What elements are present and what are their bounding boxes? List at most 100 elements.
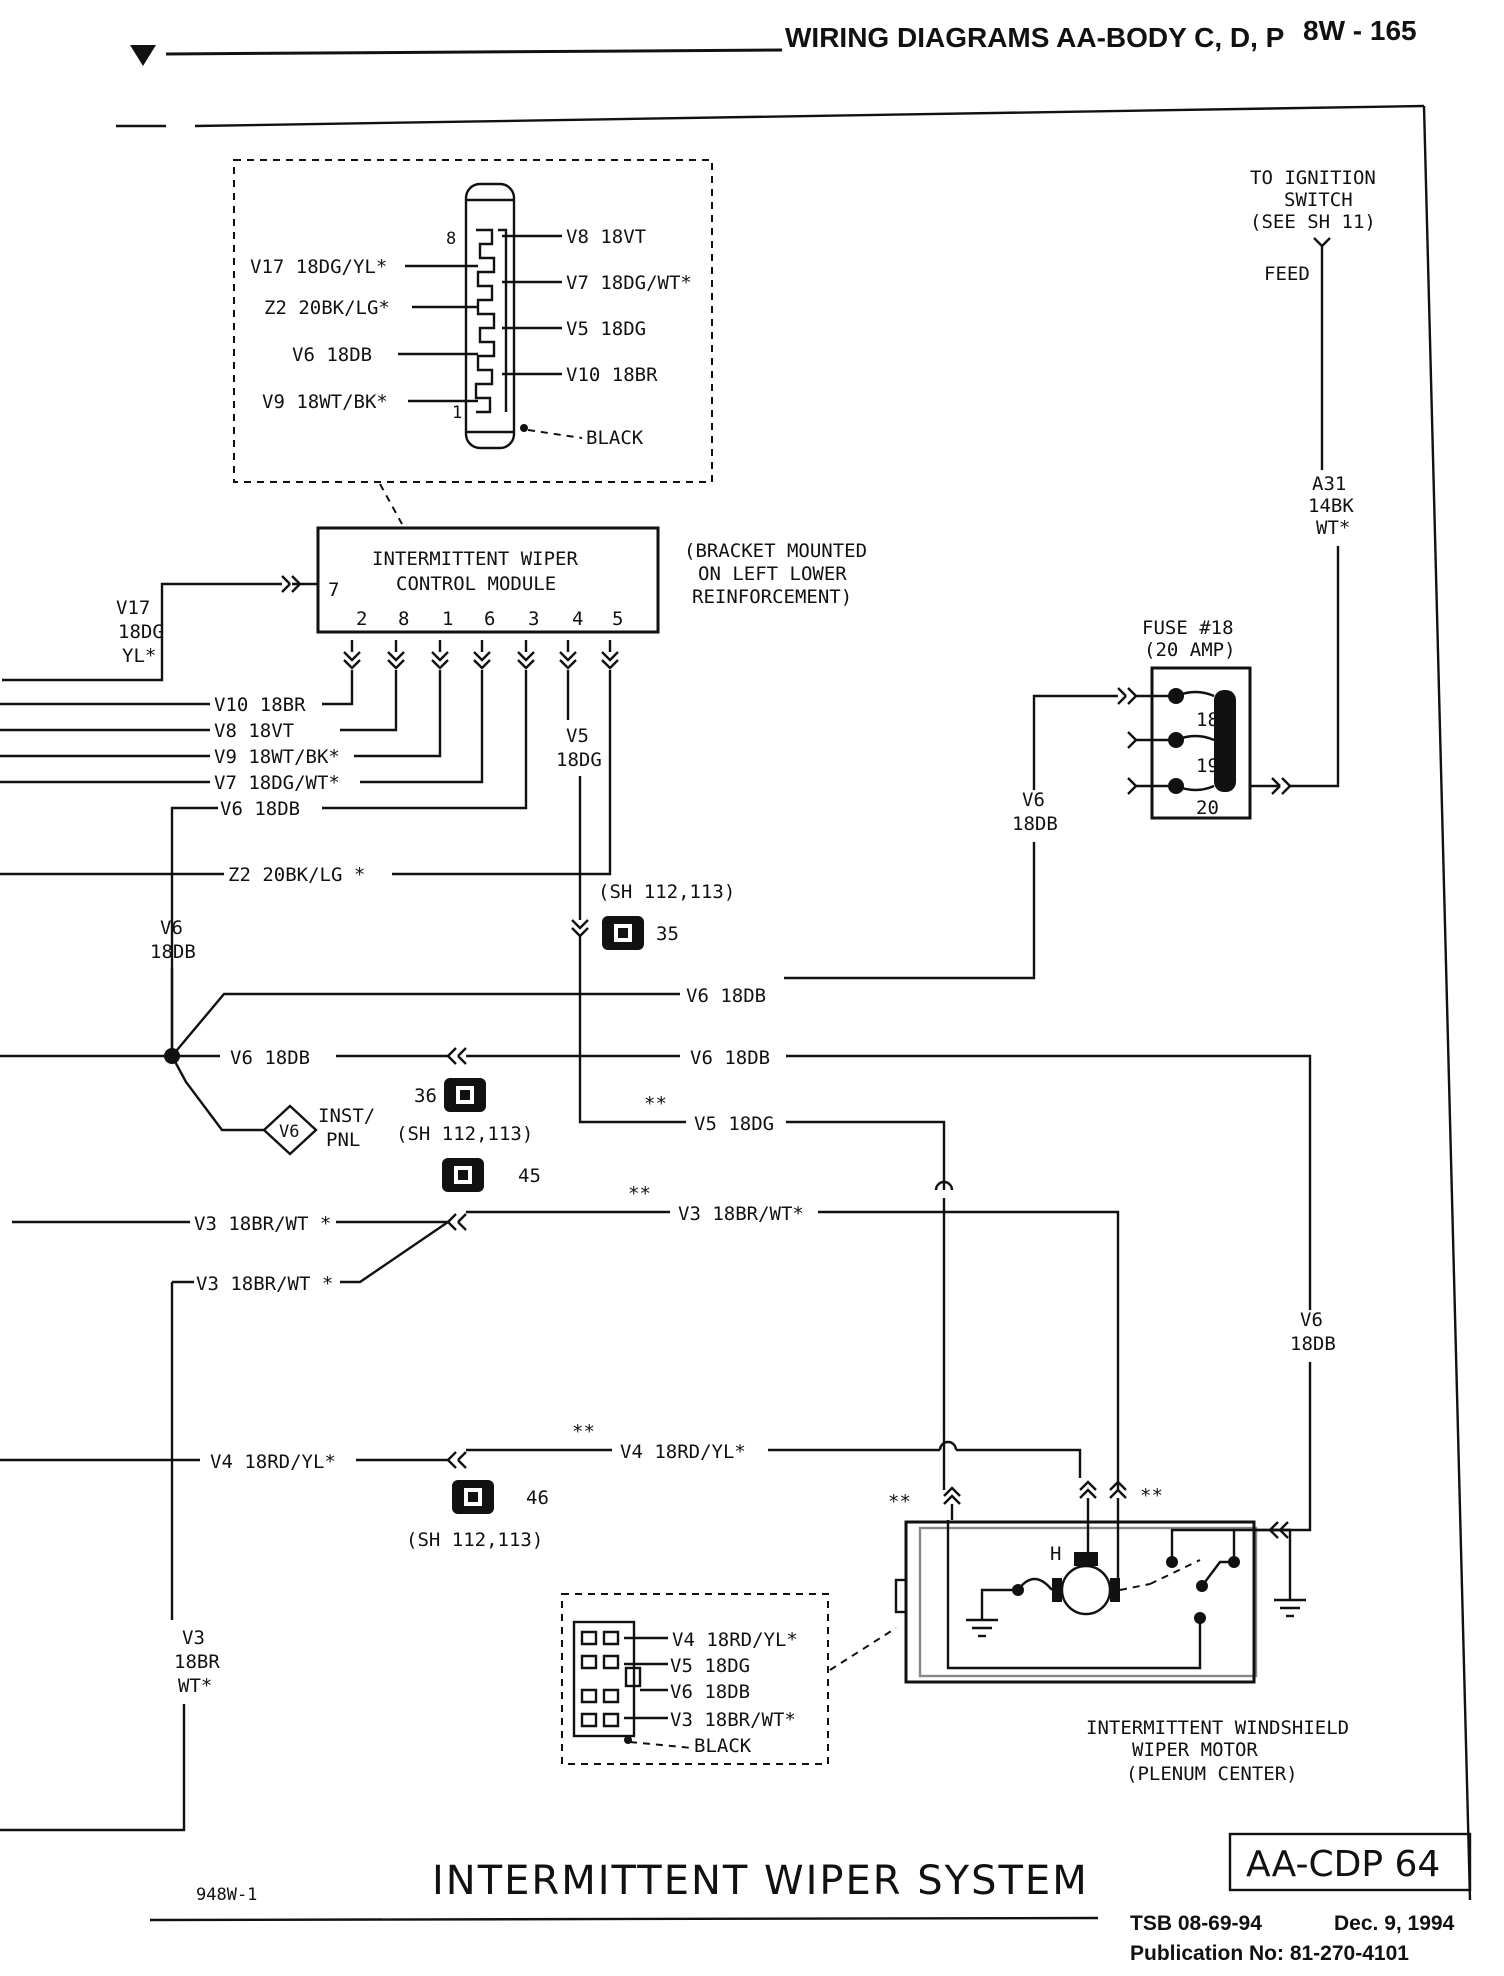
motor-name-line1: INTERMITTENT WINDSHIELD [1086,1717,1349,1739]
wire-label-v17-gauge: 18DG [118,621,164,643]
module-name-line1: INTERMITTENT WIPER [372,548,578,570]
wiper-motor: ** ** H [888,1430,1349,1785]
ignition-line1: TO IGNITION [1250,167,1376,189]
ignition-line3: (SEE SH 11) [1250,211,1376,233]
footer-tsb: TSB 08-69-94 [1130,1912,1262,1935]
wire-label-a31-color: WT* [1316,517,1350,539]
footer-sheet-code: AA-CDP 64 [1246,1844,1440,1885]
motor-conn-color-black: BLACK [694,1735,752,1757]
fuse-cavity-18: 18 [1196,709,1219,731]
conn-wire-v5: V5 18DG [566,318,646,340]
motor-high-speed-label: H [1050,1543,1061,1565]
stars-motor-right: ** [1140,1485,1163,1507]
splice-36: 36 (SH 112,113) [396,1078,533,1145]
ignition-feed-label: FEED [1264,263,1310,285]
wire-label-v3-left-b: V3 18BR/WT * [196,1273,333,1295]
wire-label-v4-right: V4 18RD/YL* [620,1441,746,1463]
module-mount-line1: (BRACKET MOUNTED [684,540,867,562]
conn-wire-z2: Z2 20BK/LG* [264,297,390,319]
splice-46-sh-ref: (SH 112,113) [406,1529,543,1551]
wire-label-v9: V9 18WT/BK* [214,746,340,768]
ignition-feed: TO IGNITION SWITCH (SEE SH 11) FEED A31 … [1250,167,1376,795]
wire-label-v6-vert-gauge: 18DB [150,941,196,963]
fuse-wire-v6-gauge: 18DB [1012,813,1058,835]
motor-armature [1060,1564,1112,1616]
wire-label-v6-mid-right: V6 18DB [690,1047,770,1069]
wire-label-v5-lower: V5 18DG [694,1113,774,1135]
fuse-18: FUSE #18 (20 AMP) 18 19 20 V6 18DB [784,617,1280,980]
motor-name-line2: WIPER MOTOR [1132,1739,1258,1761]
wire-label-v4-left: V4 18RD/YL* [210,1451,336,1473]
splice-46: 46 (SH 112,113) [406,1480,549,1551]
intermittent-wiper-control-module: INTERMITTENT WIPER CONTROL MODULE 7 2 8 … [2,526,867,682]
splice-45-number: 45 [518,1165,541,1187]
splice-35-sh-ref: (SH 112,113) [598,881,735,903]
module-pin-1: 1 [442,608,453,630]
module-name-line2: CONTROL MODULE [396,573,556,595]
fuse-label-line1: FUSE #18 [1142,617,1234,639]
header-title: WIRING DIAGRAMS AA-BODY C, D, P [785,22,1284,53]
page-header: WIRING DIAGRAMS AA-BODY C, D, P 8W - 165 [130,15,1417,66]
section-marker-triangle [130,45,156,66]
module-pin-8: 8 [398,608,409,630]
connector-pin-1: 1 [452,403,462,423]
inst-panel-code: V6 [279,1122,299,1142]
wire-label-a31-gauge: 14BK [1308,495,1354,517]
stars-v4: ** [572,1421,595,1443]
wire-label-v8: V8 18VT [214,720,294,742]
module-connector-view: 8 1 V17 18DG/YL* Z2 20BK/LG* V6 18DB V9 … [233,159,713,525]
conn-wire-v7: V7 18DG/WT* [566,272,692,294]
wire-label-v5-vert-gauge: 18DG [556,749,602,771]
wire-label-v6-mid-left: V6 18DB [230,1047,310,1069]
wire-label-v10: V10 18BR [214,694,306,716]
wire-label-v5-vert: V5 [566,725,589,747]
connector-pin-8: 8 [446,229,456,249]
connector-color-black: BLACK [586,427,644,449]
inst-panel-line2: PNL [326,1129,360,1151]
v6-splice: V6 18DB V6 18DB V6 18DB V6 18DB V6 INST/… [0,968,1336,1532]
wire-label-v17-color: YL* [122,645,156,667]
splice-45: 45 [442,1158,541,1192]
wire-label-v3-left-a: V3 18BR/WT * [194,1213,331,1235]
wire-label-v6-a: V6 18DB [220,798,300,820]
header-page-code: 8W - 165 [1303,15,1417,46]
splice-46-number: 46 [526,1487,549,1509]
wire-label-v17: V17 [116,597,150,619]
wire-label-v3-vert-gauge: 18BR [174,1651,220,1673]
module-pin-5: 5 [612,608,623,630]
wire-label-v6-right-vert-gauge: 18DB [1290,1333,1336,1355]
module-pin-connectors [343,640,619,670]
footer-ref-code: 948W-1 [196,1885,257,1905]
splice-36-number: 36 [414,1085,437,1107]
module-mount-line2: ON LEFT LOWER [698,563,847,585]
wire-label-v6-upper: V6 18DB [686,985,766,1007]
module-pin-7: 7 [328,579,339,601]
left-harness-wires: V10 18BR V8 18VT V9 18WT/BK* V7 18DG/WT*… [0,670,612,1054]
fuse-wire-v6: V6 [1022,789,1045,811]
inst-panel-diamond [262,1104,318,1156]
wire-label-v3-right: V3 18BR/WT* [678,1203,804,1225]
wire-label-v6-right-vert: V6 [1300,1309,1323,1331]
stars-v5: ** [644,1093,667,1115]
conn-wire-v10: V10 18BR [566,364,658,386]
wire-label-a31: A31 [1312,473,1346,495]
wire-label-v3-vert-color: WT* [178,1675,212,1697]
page-footer: 948W-1 INTERMITTENT WIPER SYSTEM AA-CDP … [149,1832,1472,1965]
module-mount-line3: REINFORCEMENT) [692,586,852,608]
v5-wire: V5 18DG ** V5 18DG [556,670,954,1430]
fuse-cavity-19: 19 [1196,755,1219,777]
v3-wires: V3 18BR/WT * ** V3 18BR/WT* V3 18BR/WT *… [0,1183,1120,1832]
conn-wire-v17: V17 18DG/YL* [250,256,387,278]
motor-connector-view: V4 18RD/YL* V5 18DG V6 18DB V3 18BR/WT* … [561,1593,897,1765]
inst-panel-line1: INST/ [318,1105,375,1127]
motor-name-line3: (PLENUM CENTER) [1126,1763,1298,1785]
wire-label-z2: Z2 20BK/LG * [228,864,365,886]
fuse-label-line2: (20 AMP) [1144,639,1236,661]
motor-conn-wire-v5: V5 18DG [670,1655,750,1677]
motor-conn-wire-v6: V6 18DB [670,1681,750,1703]
fuse-cavity-20: 20 [1196,797,1219,819]
splice-35-number: 35 [656,923,679,945]
wire-label-v7: V7 18DG/WT* [214,772,340,794]
motor-conn-wire-v4: V4 18RD/YL* [672,1629,798,1651]
